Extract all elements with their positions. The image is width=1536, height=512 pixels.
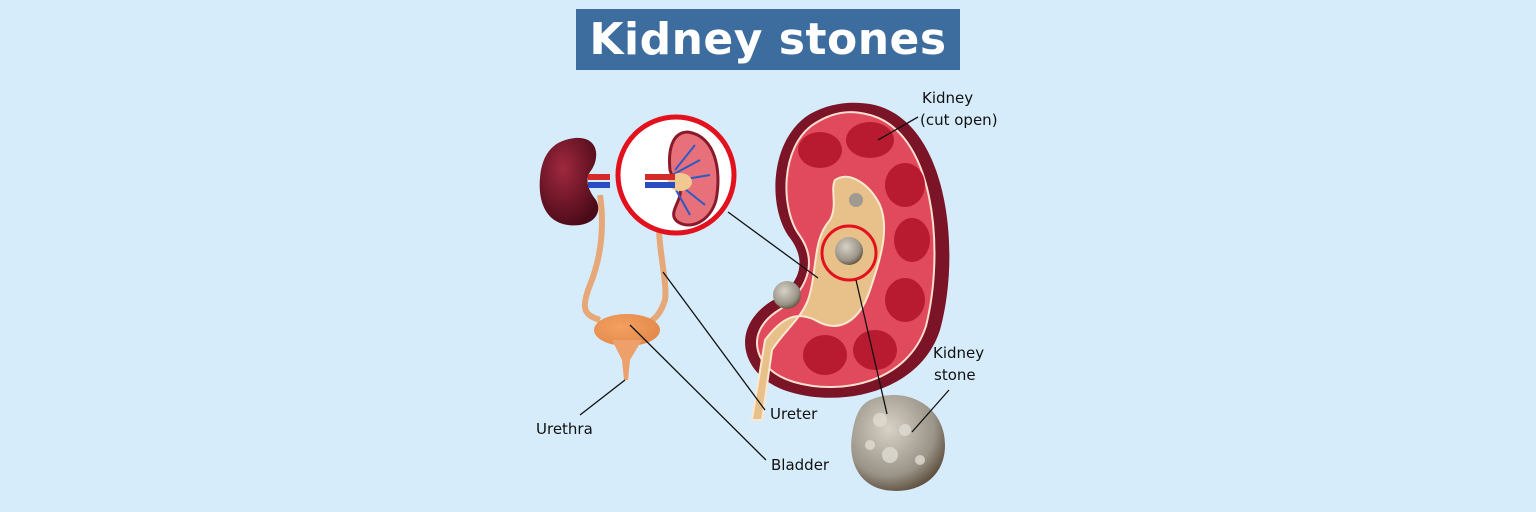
kidney-cut-open — [745, 102, 950, 421]
kidney-stone-closeup — [851, 395, 945, 491]
small-kidney — [539, 137, 610, 226]
label-bladder: Bladder — [771, 456, 830, 474]
label-kidney-cut-open-2: (cut open) — [920, 111, 998, 129]
stone-highlight-circle — [820, 224, 878, 282]
magnified-kidney-circle — [615, 114, 737, 236]
label-urethra: Urethra — [536, 420, 593, 438]
label-ureter: Ureter — [770, 405, 818, 423]
label-kidney-cut-open-1: Kidney — [922, 89, 973, 107]
label-kidney-stone-2: stone — [934, 366, 976, 384]
leader-lines — [579, 116, 950, 461]
label-kidney-stone-1: Kidney — [933, 344, 984, 362]
diagram-title: Kidney stones — [576, 9, 960, 70]
